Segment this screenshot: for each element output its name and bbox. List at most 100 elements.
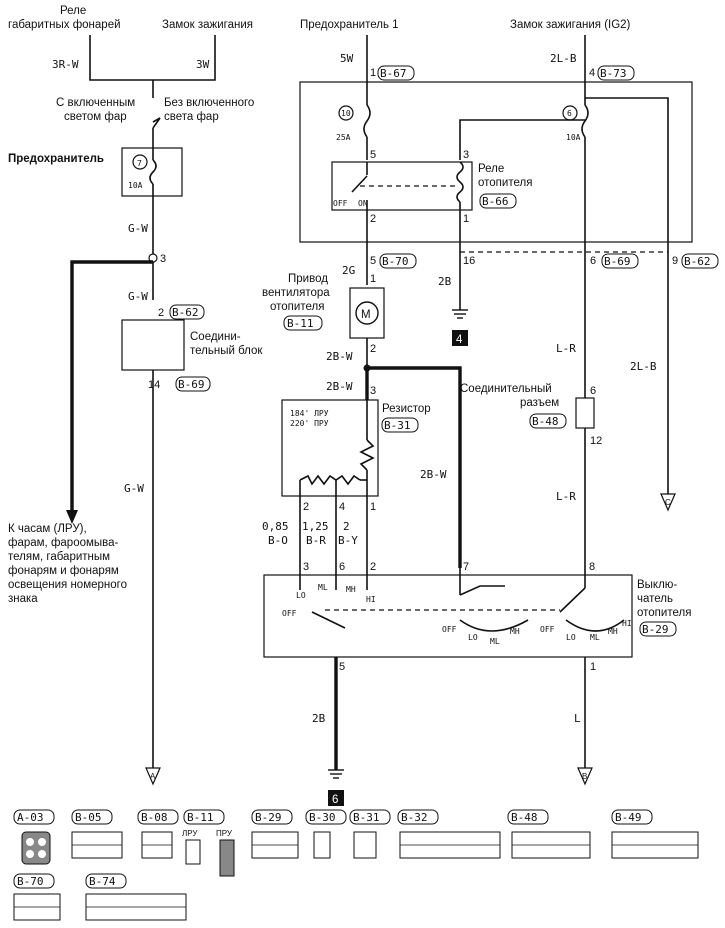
conn-b30-label: B-30 <box>309 811 336 824</box>
conn-b48-label: B-48 <box>511 811 538 824</box>
wire-2lb: 2L-B <box>550 52 577 65</box>
sw-ml: ML <box>318 583 328 592</box>
conn-b62: B-62 <box>172 306 199 319</box>
conn-b31-shape <box>353 831 377 859</box>
pin-6: 6 <box>590 255 596 267</box>
conn-label-2: разъем <box>520 397 559 409</box>
left-circuit: 3R-W 3W С включенным светом фар Без вклю… <box>8 35 263 786</box>
junction-block <box>121 319 185 371</box>
motor-label-1: Привод <box>288 273 328 285</box>
w-2: 2 <box>343 520 350 533</box>
sw-label-2: чатель <box>637 593 673 605</box>
ground-4: 4 <box>456 334 463 346</box>
conn-b62b: B-62 <box>684 255 711 268</box>
motor-label-3: отопителя <box>270 301 324 313</box>
w-085: 0,85 <box>262 520 289 533</box>
sw-pin-2: 2 <box>370 561 376 573</box>
connector-b48-box <box>575 397 595 429</box>
sw-pin-3: 3 <box>303 561 309 573</box>
wire-gw-1: G-W <box>128 222 148 235</box>
ground-6-badge <box>328 790 344 806</box>
arrow-a-label: A <box>150 772 156 781</box>
conn-b05-label: B-05 <box>75 811 102 824</box>
res-label: Резистор <box>382 403 431 415</box>
pin-16: 16 <box>463 255 475 267</box>
fuse-10-num: 10 <box>341 109 351 118</box>
header-relay-line2: габаритных фонарей <box>8 19 121 31</box>
arrow-a <box>145 767 161 786</box>
sw-label-3: отопителя <box>637 607 691 619</box>
fuse-7-num: 7 <box>137 159 142 168</box>
sw-pin-5: 5 <box>339 661 345 673</box>
header-ignition-ig2: Замок зажигания (IG2) <box>510 19 631 31</box>
conn-pin-12: 12 <box>590 435 602 447</box>
wire-2bw-2: 2B-W <box>326 380 353 393</box>
header-relay-line1: Реле <box>60 5 86 17</box>
wire-lr-2: L-R <box>556 490 576 503</box>
conn-b66: B-66 <box>482 195 509 208</box>
pin-9: 9 <box>672 255 678 267</box>
junction-label-2: тельный блок <box>190 345 263 357</box>
conn-b49-label: B-49 <box>615 811 642 824</box>
switch-box <box>263 574 633 658</box>
resistor-box <box>281 399 379 497</box>
conn-b29: B-29 <box>642 623 669 636</box>
relay-on: ON <box>358 199 368 208</box>
wire-5w: 5W <box>340 52 354 65</box>
res-text-1: 184' ЛРУ <box>290 409 329 418</box>
sw-pin-8: 8 <box>589 561 595 573</box>
fuse-6-num: 6 <box>567 109 572 118</box>
conn-b69b: B-69 <box>604 255 631 268</box>
conn-b11-pru-shape <box>219 839 235 877</box>
sw-ml-3: ML <box>590 633 600 642</box>
pin-2: 2 <box>158 307 164 319</box>
main-circuit: 5W 1 B-67 2L-B 4 B-73 10 25A 5 6 10A 3 Р… <box>262 35 719 806</box>
conn-pin-6: 6 <box>590 385 596 397</box>
sw-mh-3: MH <box>608 627 618 636</box>
wire-2lb-2: 2L-B <box>630 360 657 373</box>
connector-legend: A-03 B-05 B-08 B-11 ЛРУ ПРУ B-29 B-30 B-… <box>13 809 699 921</box>
sw-hi-3: HI <box>622 619 632 628</box>
res-pin-4: 4 <box>339 501 345 513</box>
sw-ml-2: ML <box>490 637 500 646</box>
conn-b11-lru: ЛРУ <box>182 829 198 838</box>
sw-off-2: OFF <box>442 625 457 634</box>
wire-2bw-1: 2B-W <box>326 350 353 363</box>
motor-pin-2: 2 <box>370 343 376 355</box>
relay-label-1: Реле <box>478 163 504 175</box>
arrow-down-left <box>66 510 78 524</box>
sw-mh: MH <box>346 585 356 594</box>
sw-pin-7: 7 <box>463 561 469 573</box>
w-125: 1,25 <box>302 520 329 533</box>
relay-pin-2: 2 <box>370 213 376 225</box>
wire-2bw-3: 2B-W <box>420 468 447 481</box>
sw-lo: LO <box>296 591 306 600</box>
fuse-6-amp: 10A <box>566 133 581 142</box>
conn-b30-shape <box>313 831 331 859</box>
wire-3w: 3W <box>196 58 210 71</box>
arrow-b-label: B <box>582 772 587 781</box>
conn-b74-label: B-74 <box>89 875 116 888</box>
wire-l: L <box>574 712 581 725</box>
conn-b11: B-11 <box>287 317 314 330</box>
wire-3rw: 3R-W <box>52 58 79 71</box>
to-text-2: фарам, фароомыва- <box>8 537 119 549</box>
ground-6: 6 <box>332 794 338 806</box>
sw-pin-6: 6 <box>339 561 345 573</box>
wire-lr-1: L-R <box>556 342 576 355</box>
res-pin-1: 1 <box>370 501 376 513</box>
fuse-label: Предохранитель <box>8 153 104 165</box>
conn-b67: B-67 <box>380 67 407 80</box>
pin-1-top: 1 <box>370 67 376 79</box>
wire-2b-b: 2B <box>312 712 326 725</box>
fuse-10-amp: 25A <box>336 133 351 142</box>
relay-off: OFF <box>333 199 348 208</box>
wire-gw-3: G-W <box>124 482 144 495</box>
to-text-4: фонарям и фонарям <box>8 565 119 577</box>
motor-label-2: вентилятора <box>262 287 330 299</box>
conn-b70-label: B-70 <box>17 875 44 888</box>
conn-b11-label: B-11 <box>187 811 214 824</box>
conn-label-1: Соединительный <box>460 383 552 395</box>
pin-4: 4 <box>589 67 595 79</box>
junction-label-1: Соедини- <box>190 331 241 343</box>
